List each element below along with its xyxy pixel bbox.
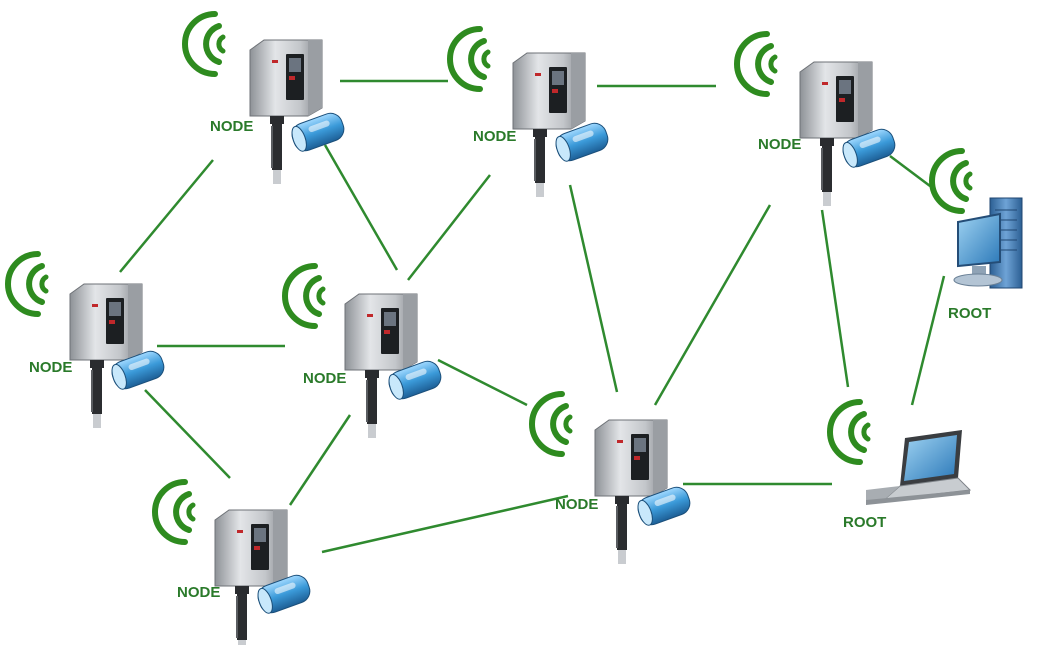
network-link — [437, 358, 528, 407]
node-label: NODE — [303, 370, 346, 387]
wireless-signal-icon — [830, 402, 868, 462]
wireless-signal-icon — [155, 482, 193, 542]
wireless-sensor-icon — [344, 293, 418, 439]
network-link — [144, 389, 231, 479]
laptop-icon — [866, 430, 972, 505]
root-node: ROOT — [830, 402, 972, 531]
network-link — [321, 494, 569, 554]
wireless-signal-icon — [8, 254, 46, 314]
wireless-signal-icon — [285, 266, 323, 326]
node-label: ROOT — [843, 514, 886, 531]
node-label: NODE — [29, 359, 72, 376]
wireless-signal-icon — [737, 34, 775, 94]
sensor-node: NODE — [532, 394, 694, 565]
node-label: NODE — [555, 496, 598, 513]
sensor-node: NODE — [737, 34, 899, 207]
node-label: NODE — [758, 136, 801, 153]
node-label: NODE — [177, 584, 220, 601]
battery-icon — [288, 109, 348, 155]
wireless-signal-icon — [932, 151, 970, 211]
wireless-sensor-icon — [69, 283, 143, 429]
link-layer — [119, 79, 946, 554]
network-link — [568, 184, 619, 393]
sensor-node: NODE — [155, 482, 314, 645]
network-link — [407, 174, 491, 281]
wireless-sensor-icon — [594, 419, 668, 565]
wireless-sensor-icon — [799, 61, 873, 207]
network-link — [653, 204, 772, 406]
wireless-signal-icon — [532, 394, 570, 454]
sensor-node: NODE — [8, 254, 168, 429]
root-node: ROOT — [932, 151, 1023, 322]
network-link — [820, 209, 850, 388]
wireless-sensor-icon — [214, 509, 288, 645]
wireless-sensor-icon — [512, 52, 586, 198]
device-layer: NODE NODE NODE NODE NODE NODE NODE ROOT ROOT — [8, 14, 1023, 645]
sensor-node: NODE — [450, 29, 612, 198]
sensor-node: NODE — [285, 266, 445, 439]
network-link — [288, 414, 352, 506]
network-link — [910, 275, 946, 406]
wireless-signal-icon — [185, 14, 223, 74]
node-label: NODE — [473, 128, 516, 145]
sensor-node: NODE — [185, 14, 348, 185]
network-link — [889, 155, 931, 187]
wireless-sensor-icon — [249, 39, 323, 185]
network-link — [119, 159, 214, 273]
desktop-computer-icon — [953, 197, 1023, 289]
wireless-signal-icon — [450, 29, 488, 89]
node-label: NODE — [210, 118, 253, 135]
network-link — [323, 144, 399, 271]
node-label: ROOT — [948, 305, 991, 322]
